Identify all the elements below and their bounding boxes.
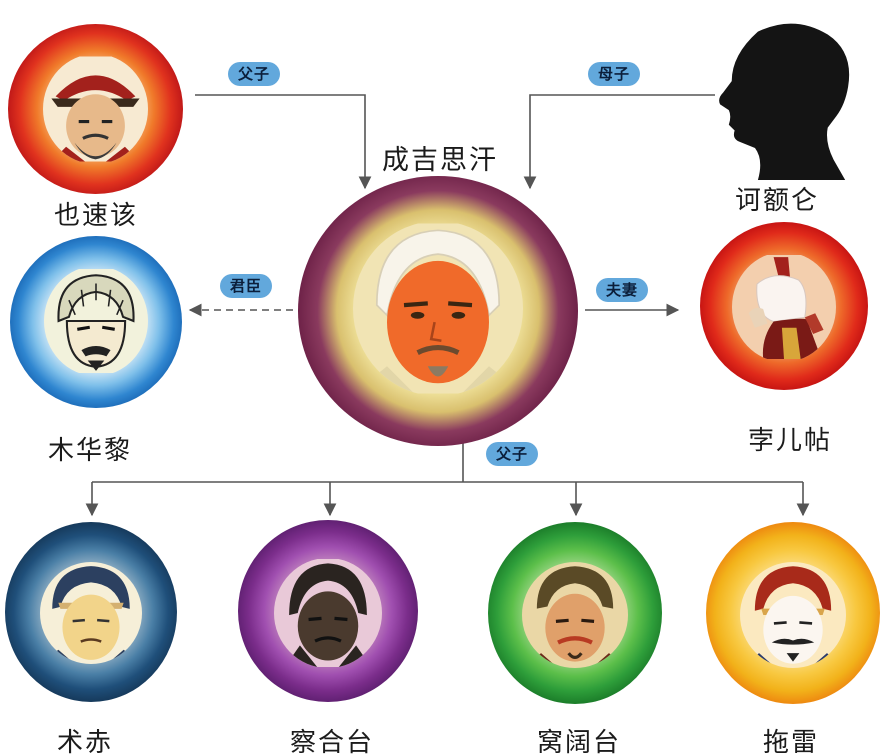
portrait-borte [732, 252, 836, 362]
node-tolui [706, 522, 880, 704]
relation-mother-son: 母子 [588, 62, 641, 86]
relation-ruler-minister: 君臣 [220, 274, 273, 298]
line-yesugei-to-center [195, 94, 372, 190]
node-ogedei [488, 522, 662, 704]
portrait-muqali [44, 266, 148, 376]
name-center: 成吉思汗 [382, 145, 498, 176]
ogedei-portrait-icon [522, 562, 628, 668]
jochi-portrait-icon [40, 562, 142, 664]
name-ogedei: 窝阔台 [537, 728, 622, 756]
name-tolui: 拖雷 [763, 728, 820, 756]
borte-portrait-icon [732, 255, 836, 359]
portrait-ogedei [522, 562, 628, 668]
relation-father-son-top: 父子 [228, 62, 281, 86]
node-center [298, 176, 578, 446]
tolui-portrait-icon [740, 562, 846, 668]
portrait-chagatai [274, 558, 382, 668]
yesugei-portrait-icon [43, 56, 148, 162]
portrait-tolui [740, 562, 846, 668]
name-borte: 孛儿帖 [748, 426, 833, 456]
node-hoelun [712, 20, 862, 181]
name-jochi: 术赤 [57, 728, 114, 756]
name-muqali: 木华黎 [48, 436, 133, 466]
woman-silhouette-icon [719, 23, 850, 181]
name-hoelun: 诃额仑 [735, 186, 820, 216]
portrait-center [353, 221, 523, 396]
line-hoelun-to-center [523, 94, 715, 190]
node-yesugei [8, 24, 183, 194]
name-yesugei: 也速该 [54, 201, 139, 231]
node-muqali [10, 236, 182, 408]
genghis-portrait-icon [353, 223, 523, 394]
node-chagatai [238, 520, 418, 702]
relation-husband-wife: 夫妻 [596, 278, 649, 302]
name-chagatai: 察合台 [290, 728, 375, 756]
relation-father-son-bottom: 父子 [486, 442, 539, 466]
muqali-portrait-icon [44, 269, 148, 373]
portrait-jochi [40, 562, 142, 664]
portrait-yesugei [43, 54, 148, 164]
chagatai-portrait-icon [274, 559, 382, 667]
node-jochi [5, 522, 177, 702]
node-borte [700, 222, 868, 390]
